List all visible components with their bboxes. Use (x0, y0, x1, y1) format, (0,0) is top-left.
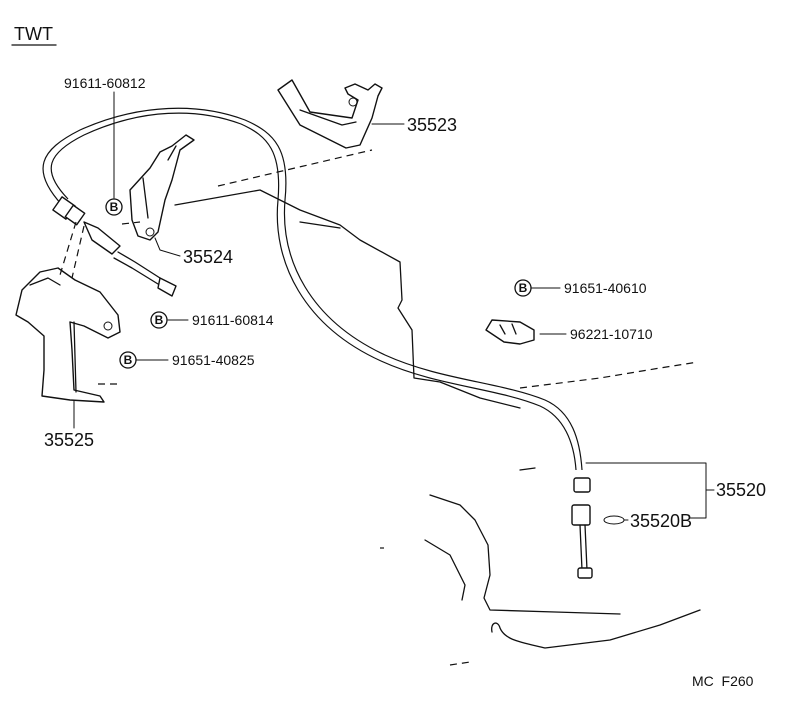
bracket-35525 (15, 267, 121, 403)
body-panel-outline (174, 123, 701, 666)
svg-text:B: B (519, 281, 528, 295)
label-35524: 35524 (183, 247, 233, 267)
svg-text:B: B (110, 200, 119, 214)
label-35525: 35525 (44, 430, 94, 450)
cable-end-35520 (571, 477, 625, 579)
clip-96221-10710 (485, 319, 535, 345)
label-35520: 35520 (716, 480, 766, 500)
badge-b-4: B (514, 279, 532, 297)
variant-label: TWT (14, 24, 53, 44)
release-cable (42, 107, 583, 471)
label-96221-10710: 96221-10710 (570, 326, 653, 342)
badge-b-1: B (105, 198, 123, 216)
bracket-35523 (277, 79, 383, 149)
svg-text:B: B (155, 313, 164, 327)
badge-b-3: B (119, 351, 137, 369)
label-91611-60812: 91611-60812 (64, 75, 146, 91)
label-91651-40825: 91651-40825 (172, 352, 255, 368)
bracket-35524 (129, 134, 195, 241)
alignment-dashes (59, 149, 373, 385)
label-91611-60814: 91611-60814 (192, 312, 274, 328)
cable-lever-end (52, 196, 177, 297)
label-35523: 35523 (407, 115, 457, 135)
label-35520B: 35520B (630, 511, 692, 531)
svg-text:B: B (124, 353, 133, 367)
label-91651-40610: 91651-40610 (564, 280, 647, 296)
figure-code: MC F260 (692, 673, 754, 689)
badge-b-2: B (150, 311, 168, 329)
leader-lines (73, 91, 715, 521)
